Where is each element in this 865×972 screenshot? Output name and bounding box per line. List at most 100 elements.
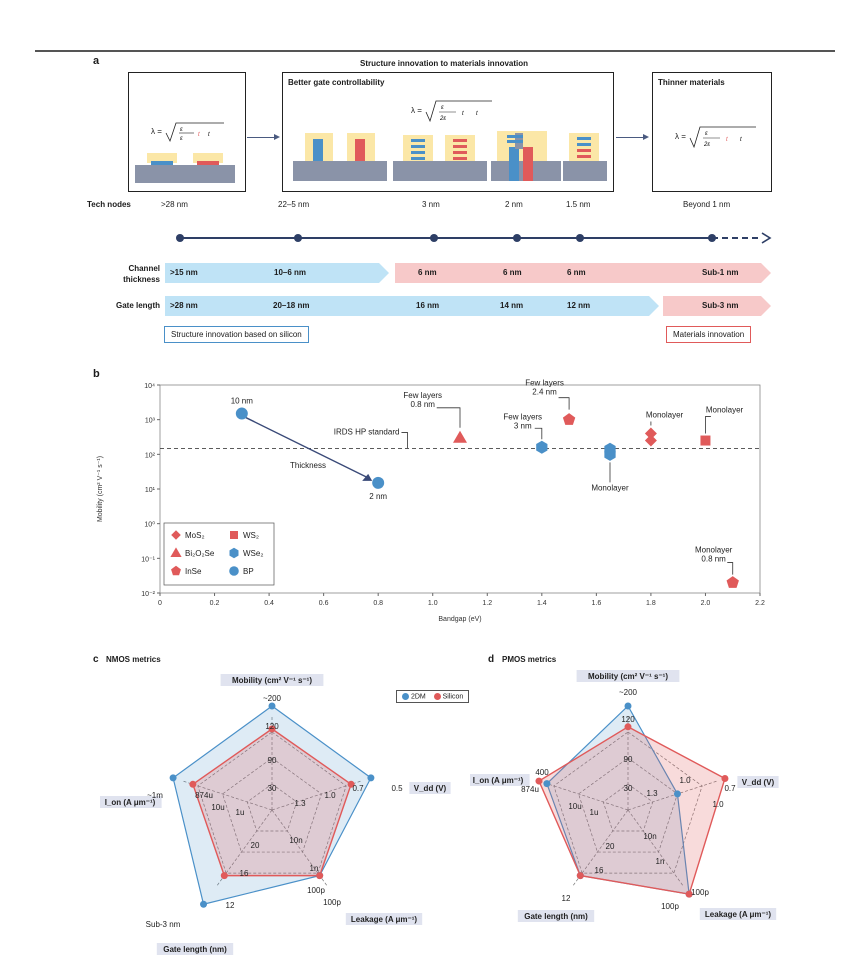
svg-text:ε: ε (180, 136, 183, 142)
gate-length-value: 14 nm (500, 301, 524, 310)
radar-spoke (627, 780, 718, 811)
radar-2dm-point (169, 774, 177, 782)
radar-ring-label: 1.3 (294, 799, 306, 808)
svg-text:t: t (726, 137, 728, 143)
y-tick-label: 10⁻² (141, 591, 155, 598)
formula-middle: λ = ε 2ε t t (411, 99, 494, 123)
radar-ring-label: 10u (568, 802, 581, 811)
gate-length-band (165, 296, 771, 316)
radar-2dm-point (624, 702, 632, 710)
panel-a-label: a (93, 55, 100, 67)
radar-axis-header-bg (576, 670, 680, 682)
irds-standard-label: IRDS HP standard (334, 427, 400, 436)
radar-ring-label: 100p (691, 888, 709, 897)
radar-silicon-point (189, 780, 197, 788)
radar-silicon-point (685, 890, 693, 898)
formula-left: λ = ε ε t t (151, 121, 226, 143)
x-tick-label: 1.6 (591, 600, 601, 607)
radar-ring-label: 1.3 (646, 789, 658, 798)
annotation-wse2-mono: Monolayer (591, 483, 629, 492)
legend-marker (171, 565, 181, 576)
radar-ring-label: 1u (236, 808, 245, 817)
radar-ring-label: ~200 (263, 694, 282, 703)
radar-2dm-point (673, 790, 681, 798)
tech-node: 1.5 nm (566, 200, 591, 209)
structure-caption: Structure innovation based on silicon (164, 326, 309, 343)
radar-axis-header: V_dd (V) (742, 778, 775, 787)
data-point-bp (372, 476, 385, 489)
annotation-wse2-few: 3 nm (514, 421, 532, 430)
x-tick-label: 0.8 (373, 600, 383, 607)
radar-grid-ring (246, 783, 298, 832)
arrow-2-head (643, 134, 649, 140)
radar-spoke (627, 809, 684, 886)
leader-inse (558, 397, 570, 410)
formula-right: λ = ε 2ε t t (675, 125, 758, 149)
x-axis-title: Bandgap (eV) (438, 616, 481, 623)
annotation-inse-few: 2.4 nm (532, 388, 557, 397)
gate-controllability-box: Better gate controllability λ = ε 2ε t t (282, 72, 614, 192)
data-point-mos2 (644, 427, 657, 440)
radar-2dm-point (543, 780, 551, 788)
channel-value: 10–6 nm (274, 268, 307, 277)
middle-box-title: Better gate controllability (288, 78, 385, 87)
x-tick-label: 0.4 (264, 600, 274, 607)
panel-d-title: PMOS metrics (502, 655, 557, 664)
annotation-inse-mono: Monolayer (695, 546, 733, 555)
data-point-bp (235, 407, 248, 420)
legend-silicon-icon (433, 693, 441, 700)
radar-silicon-point (721, 775, 729, 783)
legend-label: BP (243, 567, 254, 576)
radar-ring-label: 0.7 (352, 784, 364, 793)
x-tick-label: 1.4 (537, 600, 547, 607)
panel-b-label: b (93, 368, 100, 380)
gate-length-value: Sub-3 nm (702, 301, 739, 310)
radar-axis-header: Leakage (A μm⁻¹) (351, 915, 418, 924)
legend-label: MoS₂ (185, 531, 205, 540)
data-point-inse (726, 576, 739, 588)
x-tick-label: 2.2 (755, 600, 765, 607)
materials-caption: Materials innovation (666, 326, 752, 343)
svg-text:ε: ε (441, 105, 444, 111)
radar-ring-label: 30 (268, 784, 277, 793)
legend-marker (229, 566, 239, 576)
radar-ring-label: 1.0 (712, 800, 724, 809)
y-tick-label: 10⁰ (144, 521, 155, 529)
right-box-title: Thinner materials (658, 78, 725, 87)
radar-ring-label: 100p (661, 902, 679, 911)
legend-label: WSe₂ (243, 549, 263, 558)
x-tick-label: 1.2 (482, 600, 492, 607)
data-point-wse2 (536, 440, 548, 454)
arrow-1-head (274, 134, 280, 140)
panel-a-title: Structure innovation to materials innova… (360, 59, 529, 68)
tech-node: >28 nm (161, 200, 188, 209)
radar-axis-header: I_on (A μm⁻¹) (105, 798, 156, 807)
pmos-radar-chart: Mobility (cm² V⁻¹ s⁻¹)V_dd (V)Leakage (A… (470, 670, 779, 922)
data-point-bi2o2se (453, 430, 467, 443)
radar-ring-label: 120 (621, 715, 635, 724)
radar-ring-label: 90 (268, 756, 277, 765)
leader-ws2 (705, 416, 711, 434)
radar-grid-ring (602, 783, 654, 832)
radar-ring-label: 12 (226, 901, 235, 910)
radar-ring-label: 10n (643, 832, 656, 841)
radar-axis-header: Gate length (nm) (524, 912, 588, 921)
radar-ring-label: 20 (251, 841, 260, 850)
channel-value: 6 nm (503, 268, 522, 277)
y-tick-label: 10⁴ (144, 383, 155, 390)
radar-ring-label: 10n (289, 836, 302, 845)
tech-node: Beyond 1 nm (683, 200, 731, 209)
legend-label: Bi₂O₂Se (185, 549, 215, 558)
legend-silicon: Silicon (442, 693, 464, 701)
radar-axis-header: V_dd (V) (414, 784, 447, 793)
thickness-label: Thickness (290, 461, 326, 470)
radar-silicon-point (347, 780, 355, 788)
y-tick-label: 10² (145, 452, 156, 459)
thinner-materials-box: Thinner materials λ = ε 2ε t t (652, 72, 772, 192)
annotation-wse2-few: Few layers (503, 412, 542, 421)
channel-thickness-band (165, 263, 771, 283)
data-point-mos2 (644, 434, 657, 447)
radar-axis-header: Leakage (A μm⁻¹) (705, 910, 772, 919)
radar-silicon-point (220, 872, 228, 880)
svg-text:ε: ε (705, 131, 708, 137)
